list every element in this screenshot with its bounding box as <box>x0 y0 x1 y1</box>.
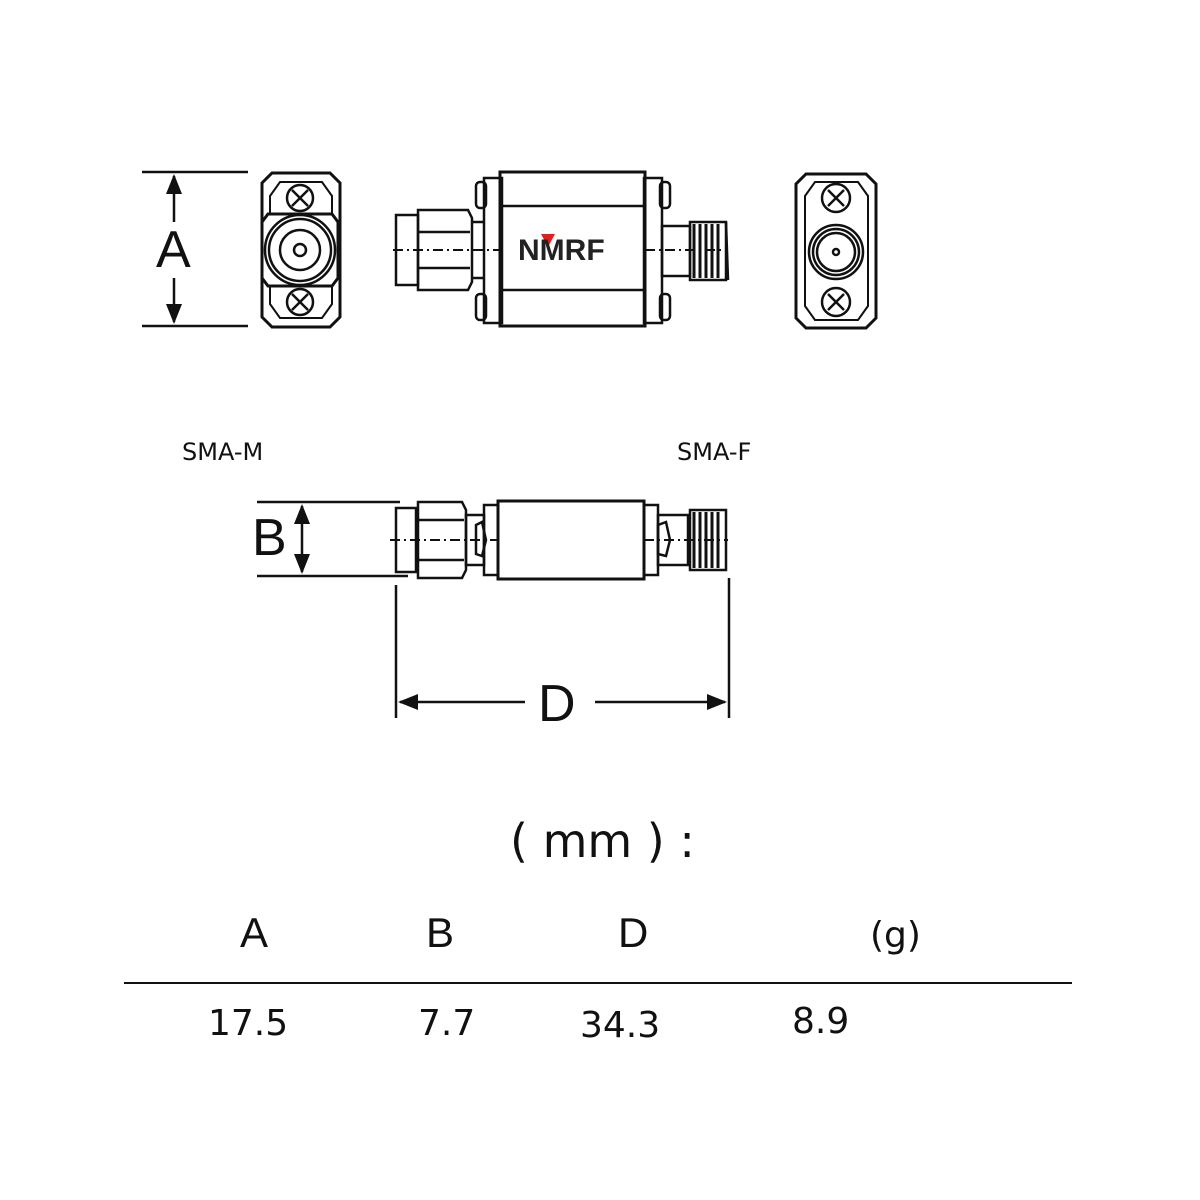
dimension-b-lines <box>257 500 408 578</box>
table-cell-b: 7.7 <box>418 1003 476 1044</box>
unit-label: ( mm ) : <box>510 814 695 868</box>
table-cell-d: 34.3 <box>580 1005 661 1046</box>
dimension-d-lines <box>394 578 731 718</box>
logo-accent-triangle <box>541 234 555 247</box>
table-header-a: A <box>240 909 269 956</box>
top-side-view <box>393 170 730 328</box>
table-divider <box>124 982 1072 984</box>
right-end-view <box>794 172 878 330</box>
table-cell-weight: 8.9 <box>792 1001 850 1042</box>
dimension-label-b: B <box>252 509 287 567</box>
left-end-view <box>260 171 342 329</box>
bottom-side-view <box>390 499 728 581</box>
connector-label-left: SMA-M <box>182 438 264 466</box>
table-cell-a: 17.5 <box>208 1003 289 1044</box>
brand-logo: NMRF <box>518 234 605 267</box>
dimension-label-d: D <box>538 675 576 733</box>
table-header-d: D <box>618 909 649 956</box>
dimension-label-a: A <box>156 221 191 279</box>
table-header-b: B <box>426 909 455 956</box>
connector-label-right: SMA-F <box>677 438 752 466</box>
dimension-a-lines <box>142 170 248 328</box>
table-header-weight: (g) <box>870 915 921 956</box>
